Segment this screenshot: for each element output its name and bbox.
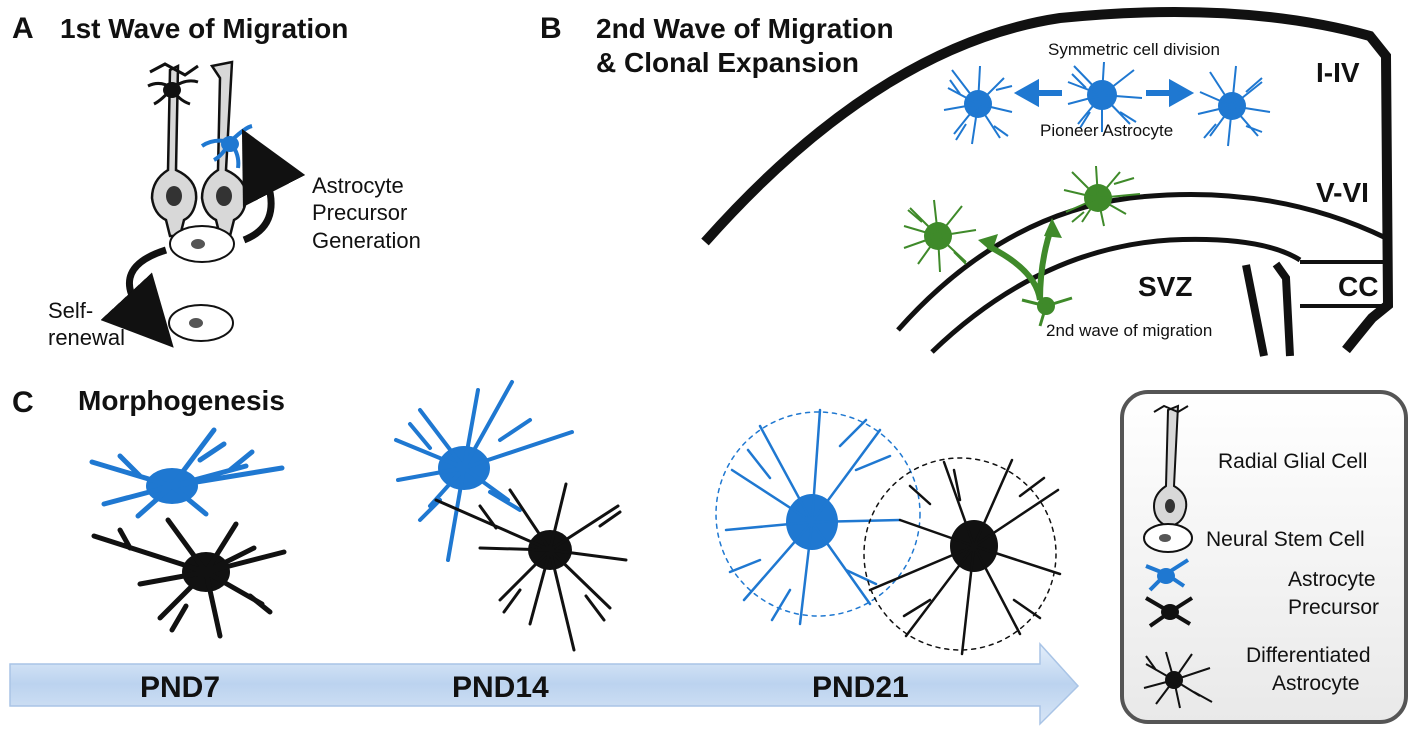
timeline-label-pnd7: PND7	[140, 671, 220, 704]
precursor-generation-arrow	[244, 160, 271, 240]
layer-label: V-VI	[1316, 177, 1369, 208]
svz-label: SVZ	[1138, 271, 1192, 302]
migration-arrow	[988, 226, 1052, 300]
timeline-label-pnd21: PND21	[812, 671, 909, 704]
legend-diff-label: Differentiated	[1246, 644, 1371, 667]
pioneer-astrocyte-right	[1198, 66, 1270, 146]
legend-precursor-label: Astrocyte	[1288, 568, 1376, 591]
ventricle-outline	[1246, 264, 1290, 356]
legend-diff-label: Astrocyte	[1272, 672, 1360, 695]
panel-c: C Morphogenesis PND7 PND14 PND21	[10, 382, 1078, 724]
panel-b-letter: B	[540, 12, 562, 45]
neural-stem-cell	[170, 226, 234, 262]
division-arrow-left	[1020, 84, 1062, 102]
pnd14-astrocyte-black	[436, 484, 626, 650]
legend-box	[1122, 392, 1406, 722]
pnd7-astrocyte-black	[94, 520, 284, 636]
self-renewal-arrow	[129, 250, 166, 322]
migrating-astrocyte	[904, 200, 976, 272]
timeline-label-pnd14: PND14	[452, 671, 549, 704]
pnd21-astrocyte-black	[864, 458, 1060, 654]
legend-precursor-label: Precursor	[1288, 596, 1379, 619]
layer-label: I-IV	[1316, 57, 1360, 88]
symmetric-division-label: Symmetric cell division	[1048, 40, 1220, 59]
second-wave-label: 2nd wave of migration	[1046, 321, 1212, 340]
legend-nsc-label: Neural Stem Cell	[1206, 528, 1365, 551]
division-arrow-right	[1146, 84, 1188, 102]
legend-radial-label: Radial Glial Cell	[1218, 450, 1367, 473]
pnd7-precursor-blue	[92, 430, 282, 516]
precursor-generation-label: Generation	[312, 228, 421, 253]
precursor-generation-label: Astrocyte	[312, 173, 404, 198]
migrating-astrocyte	[1064, 166, 1140, 226]
panel-a: A 1st Wave of Migration	[12, 12, 421, 350]
precursor-generation-label: Precursor	[312, 200, 407, 225]
self-renewal-label: Self-	[48, 298, 93, 323]
cc-label: CC	[1338, 271, 1378, 302]
self-renewal-label: renewal	[48, 325, 125, 350]
pioneer-astrocyte-left	[944, 66, 1012, 144]
panel-b-title: 2nd Wave of Migration	[596, 13, 894, 44]
panel-a-letter: A	[12, 12, 34, 45]
panel-c-letter: C	[12, 386, 34, 419]
panel-c-title: Morphogenesis	[78, 385, 285, 416]
panel-b-title: & Clonal Expansion	[596, 47, 859, 78]
panel-b: B 2nd Wave of Migration & Clonal Expansi…	[540, 12, 1388, 356]
panel-a-title: 1st Wave of Migration	[60, 13, 348, 44]
pnd21-astrocyte-blue	[716, 410, 920, 624]
neural-stem-cell	[169, 305, 233, 341]
legend: Radial Glial Cell Neural Stem Cell Astro…	[1122, 392, 1406, 722]
legend-neural-stem-icon	[1144, 524, 1192, 552]
pioneer-astrocyte-label: Pioneer Astrocyte	[1040, 121, 1173, 140]
